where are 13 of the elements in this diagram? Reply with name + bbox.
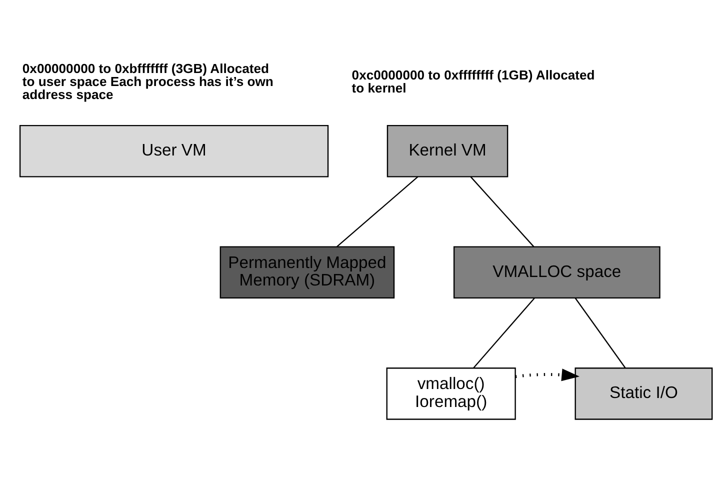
node-box: Permanently Mapped Memory (SDRAM)	[220, 246, 395, 299]
node-box: Static I/O	[574, 368, 713, 420]
connector	[473, 298, 535, 368]
arrow	[515, 368, 580, 382]
node-box: vmalloc() Ioremap()	[386, 368, 516, 420]
node-box: User VM	[19, 124, 329, 178]
node-label: 0xc0000000 to 0xffffffff (1GB) Allocated to kernel	[352, 68, 595, 96]
node-box: VMALLOC space	[453, 246, 660, 299]
connector	[336, 176, 418, 248]
node-label: 0x00000000 to 0xbfffffff (3GB) Allocated to user space Each process has it’s own address space	[22, 60, 274, 102]
connector	[470, 176, 534, 248]
node-box: Kernel VM	[386, 124, 508, 178]
connector	[574, 298, 626, 368]
